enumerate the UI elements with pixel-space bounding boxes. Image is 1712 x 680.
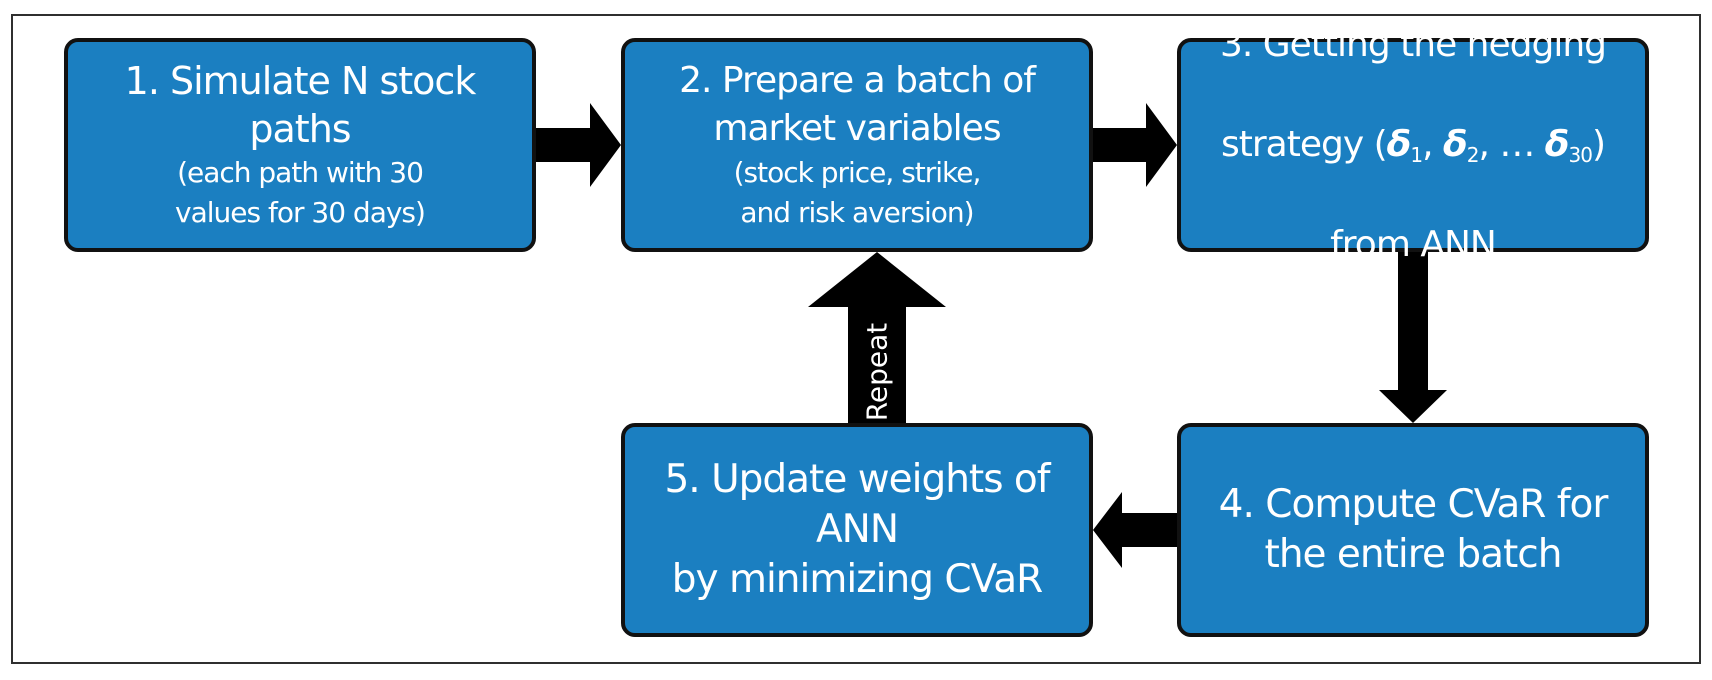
step-5-title: 5. Update weights of ANN by minimizing C… xyxy=(664,457,1050,602)
step-2-subtitle: (stock price, strike, and risk aversion) xyxy=(733,156,982,229)
step-3-title-line2: strategy (δ1, δ2, … δ30) xyxy=(1220,120,1606,170)
step-2-box: 2. Prepare a batch of market variables (… xyxy=(621,38,1093,252)
step-3-title-line3: from ANN xyxy=(1330,224,1497,265)
delta-2-subscript: 2 xyxy=(1466,143,1480,167)
arrow-step3-to-step4 xyxy=(1379,252,1447,423)
step-4-box: 4. Compute CVaR for the entire batch xyxy=(1177,423,1649,637)
arrow-step2-to-step3 xyxy=(1093,103,1177,187)
arrow-repeat xyxy=(808,252,946,423)
step-5-box: 5. Update weights of ANN by minimizing C… xyxy=(621,423,1093,637)
repeat-label-text: Repeat xyxy=(860,322,894,422)
arrow-step4-to-step5 xyxy=(1093,492,1177,568)
step-2-title: 2. Prepare a batch of market variables xyxy=(679,60,1036,149)
delta-30-subscript: 30 xyxy=(1568,143,1593,167)
delta-1-subscript: 1 xyxy=(1410,143,1423,167)
delta-2-symbol: δ xyxy=(1442,124,1468,165)
step-3-title: 3. Getting the hedging strategy (δ1, δ2,… xyxy=(1219,0,1607,320)
step-4-title: 4. Compute CVaR for the entire batch xyxy=(1218,482,1609,577)
step-1-box: 1. Simulate N stock paths (each path wit… xyxy=(64,38,536,252)
separator-2: , … xyxy=(1478,124,1545,165)
arrow-step1-to-step2 xyxy=(536,103,621,187)
step-3-strategy-prefix: strategy ( xyxy=(1220,124,1388,165)
closing-paren: ) xyxy=(1591,124,1606,165)
step-3-title-line1: 3. Getting the hedging xyxy=(1219,24,1607,65)
delta-30-symbol: δ xyxy=(1544,124,1570,165)
step-1-subtitle: (each path with 30 values for 30 days) xyxy=(175,156,426,229)
delta-1-symbol: δ xyxy=(1386,124,1412,165)
step-3-box: 3. Getting the hedging strategy (δ1, δ2,… xyxy=(1177,24,1649,265)
step-1-title: 1. Simulate N stock paths xyxy=(124,59,477,151)
separator-1: , xyxy=(1422,124,1443,165)
